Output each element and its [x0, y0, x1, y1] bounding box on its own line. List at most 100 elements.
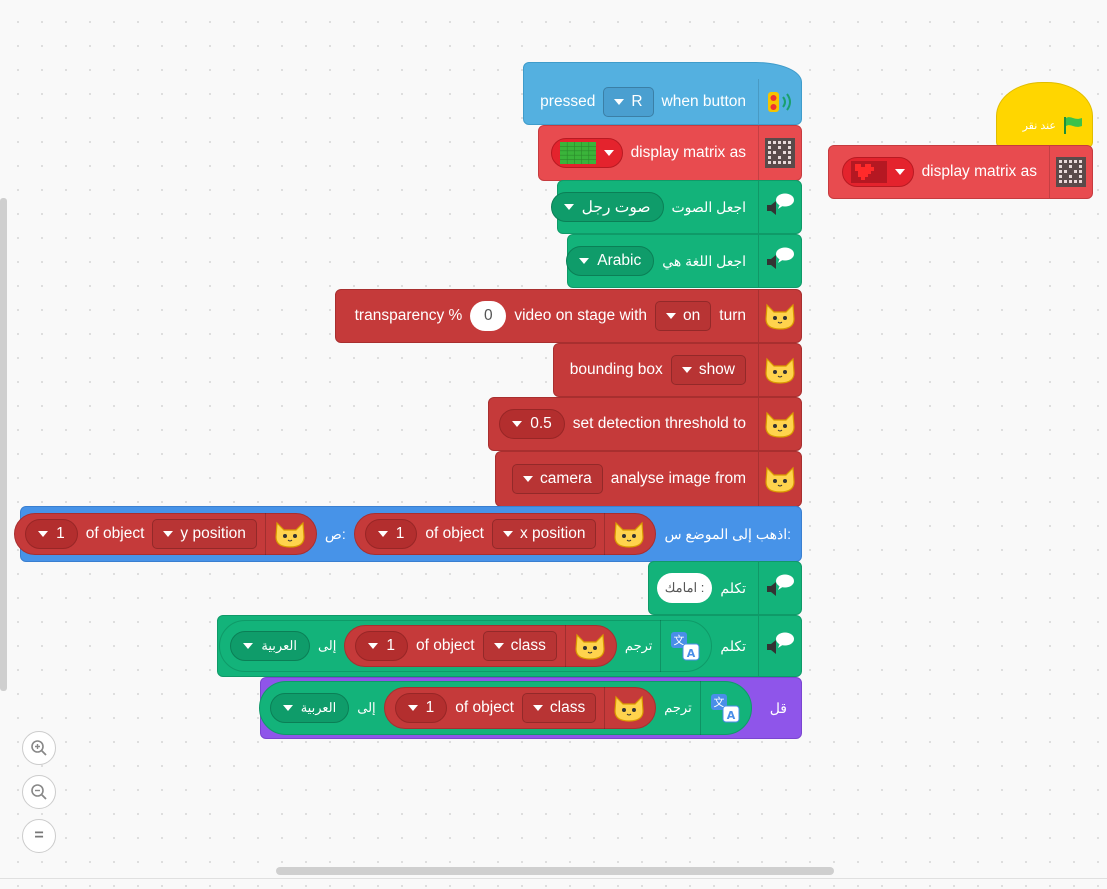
chevron-down-icon — [512, 421, 523, 427]
bounding-box-block[interactable]: bounding box show — [553, 343, 802, 397]
bounding-box-value: show — [698, 361, 735, 378]
matrix-dropdown-heart[interactable] — [841, 157, 914, 187]
hat-label: عند نقر — [1022, 119, 1056, 132]
class-index-dropdown[interactable]: 1 — [355, 631, 408, 661]
language-dropdown[interactable]: Arabic — [566, 246, 655, 276]
svg-text:A: A — [726, 709, 735, 722]
go-to-xy-block[interactable]: 1 of object y position ص: 1 of object x … — [14, 506, 802, 562]
chevron-down-icon — [38, 531, 49, 537]
display-matrix-block-right[interactable]: display matrix as — [828, 145, 1093, 199]
zoom-in-button[interactable] — [22, 731, 56, 765]
chevron-down-icon — [243, 643, 254, 649]
speak-text-input[interactable]: امامك : — [656, 573, 713, 603]
when-button-label: when button — [661, 92, 746, 110]
set-voice-block[interactable]: صوت رجل اجعل الصوت — [550, 180, 802, 234]
bounding-box-dropdown[interactable]: show — [670, 355, 746, 385]
chevron-down-icon — [603, 150, 614, 156]
detection-threshold-block[interactable]: 0.5 set detection threshold to — [488, 397, 802, 451]
video-state-dropdown[interactable]: on — [655, 301, 712, 331]
matrix-dropdown-full[interactable] — [550, 138, 623, 168]
chevron-down-icon — [563, 204, 574, 210]
matrix-icon — [1049, 146, 1092, 198]
chevron-down-icon — [666, 313, 677, 319]
display-matrix-label: display matrix as — [630, 144, 746, 161]
display-matrix-block[interactable]: display matrix as — [538, 125, 802, 181]
class-reporter[interactable]: 1 of object class — [383, 687, 657, 729]
svg-text:文: 文 — [674, 633, 685, 647]
turn-video-block[interactable]: transparency % 0 video on stage with on … — [335, 289, 802, 343]
zoom-reset-button[interactable]: = — [22, 819, 56, 853]
go-to-label: اذهب إلى الموضع س: — [664, 525, 791, 542]
zoom-out-icon — [31, 784, 47, 800]
cat-extension-icon — [570, 629, 610, 663]
chevron-down-icon — [163, 531, 174, 537]
zoom-reset-label: = — [34, 827, 44, 844]
class-property-dropdown[interactable]: class — [521, 693, 597, 723]
class-reporter[interactable]: 1 of object class — [344, 625, 617, 667]
video-state-value: on — [683, 307, 701, 324]
vertical-scrollbar[interactable] — [0, 198, 7, 691]
threshold-label: set detection threshold to — [572, 415, 746, 432]
matrix-icon — [758, 126, 801, 180]
cat-extension-icon — [758, 290, 801, 342]
voice-dropdown[interactable]: صوت رجل — [550, 192, 664, 222]
x-position-reporter[interactable]: 1 of object x position — [353, 513, 657, 555]
x-index-value: 1 — [395, 525, 405, 542]
button-key-value: R — [631, 92, 643, 110]
y-index-dropdown[interactable]: 1 — [25, 519, 78, 549]
chevron-down-icon — [282, 705, 293, 711]
cat-extension-icon — [609, 691, 649, 725]
analyse-image-block[interactable]: camera analyse image from — [495, 451, 802, 507]
chevron-down-icon — [894, 169, 905, 175]
reporter-divider — [660, 620, 662, 672]
reporter-divider — [564, 625, 566, 667]
analyse-image-label: analyse image from — [610, 470, 746, 487]
horizontal-scrollbar[interactable] — [276, 867, 834, 875]
speak-text-block[interactable]: امامك : تكلم — [648, 561, 802, 615]
of-object-label: of object — [85, 525, 145, 542]
speech-icon — [758, 616, 801, 676]
transparency-label: transparency % — [354, 307, 463, 324]
button-sensor-icon — [758, 79, 801, 124]
chevron-down-icon — [681, 367, 692, 373]
when-flag-clicked-hat[interactable]: عند نقر — [996, 82, 1093, 148]
reporter-divider — [604, 513, 606, 555]
set-language-block[interactable]: Arabic اجعل اللغة هي — [566, 234, 802, 288]
x-index-dropdown[interactable]: 1 — [364, 519, 418, 549]
class-index-value: 1 — [386, 637, 395, 654]
threshold-value: 0.5 — [530, 415, 552, 432]
target-language-dropdown[interactable]: العربية — [269, 693, 350, 723]
target-language-dropdown[interactable]: العربية — [230, 631, 310, 661]
zoom-out-button[interactable] — [22, 775, 56, 809]
reporter-divider — [264, 513, 266, 555]
image-source-dropdown[interactable]: camera — [512, 464, 603, 494]
class-property-dropdown[interactable]: class — [482, 631, 557, 661]
chevron-down-icon — [493, 643, 504, 649]
heart-matrix-icon — [850, 161, 887, 183]
threshold-dropdown[interactable]: 0.5 — [499, 409, 565, 439]
y-position-reporter[interactable]: 1 of object y position — [14, 513, 317, 555]
speak-label: تكلم — [720, 637, 746, 654]
bottom-border — [0, 878, 1107, 879]
transparency-input[interactable]: 0 — [470, 301, 507, 331]
cat-extension-icon — [270, 517, 310, 551]
y-index-value: 1 — [56, 525, 65, 542]
when-button-pressed-hat[interactable]: pressed R when button — [523, 62, 802, 125]
button-key-dropdown[interactable]: R — [603, 86, 654, 117]
chevron-down-icon — [614, 98, 625, 105]
class-index-dropdown[interactable]: 1 — [394, 693, 448, 723]
cat-extension-icon — [758, 398, 801, 450]
class-property-value: class — [510, 637, 546, 654]
x-property-dropdown[interactable]: x position — [491, 519, 597, 549]
speech-icon — [758, 181, 801, 233]
language-value: Arabic — [597, 252, 642, 269]
to-label: إلى — [357, 700, 376, 715]
of-object-label: of object — [415, 637, 475, 654]
translate-label: ترجم — [624, 638, 653, 653]
y-property-dropdown[interactable]: y position — [152, 519, 257, 549]
chevron-down-icon — [502, 531, 513, 537]
